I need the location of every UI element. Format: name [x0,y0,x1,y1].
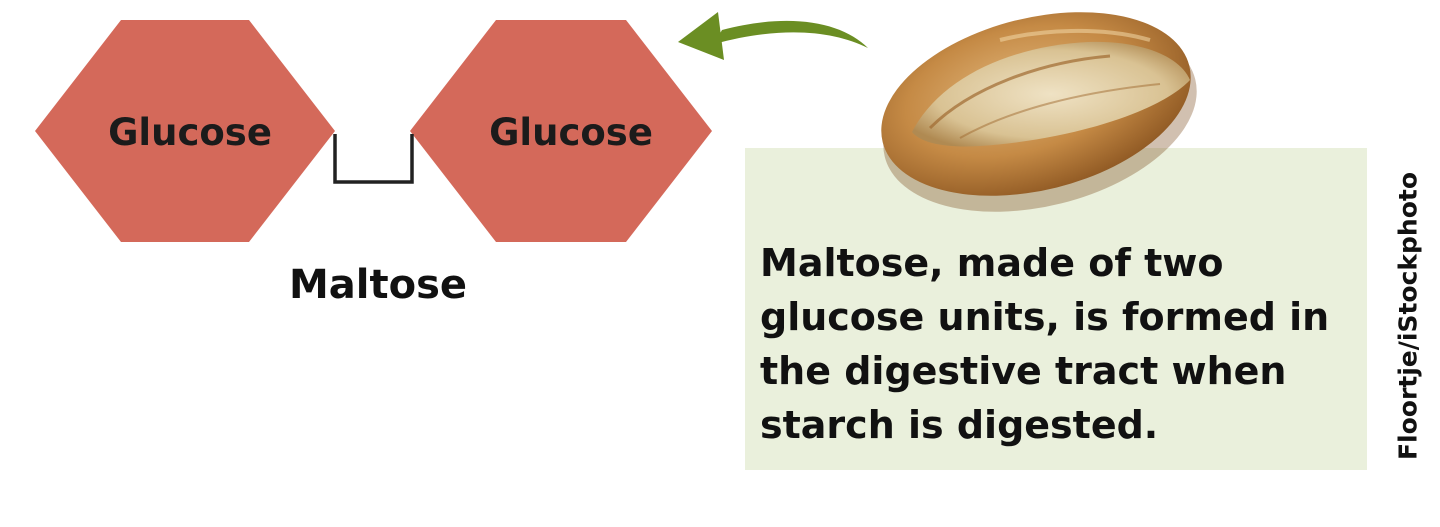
caption-line: glucose units, is formed in [760,295,1330,339]
maltose-label: Maltose [289,262,467,308]
glucose-hexagon-1 [35,20,335,242]
caption-line: the digestive tract when [760,349,1287,393]
caption-line: Maltose, made of two [760,241,1224,285]
glycosidic-bond-line [333,134,414,184]
caption-text: Maltose, made of two glucose units, is f… [760,236,1340,452]
photo-credit: Floortje/iStockphoto [1393,171,1423,461]
glucose-label-1: Glucose [108,111,272,154]
caption-line: starch is digested. [760,403,1159,447]
curved-arrow-icon [678,12,868,60]
caption-box [745,148,1367,470]
glucose-label-2: Glucose [489,111,653,154]
glucose-hexagon-2 [410,20,712,242]
bread-roll-image [881,12,1197,212]
